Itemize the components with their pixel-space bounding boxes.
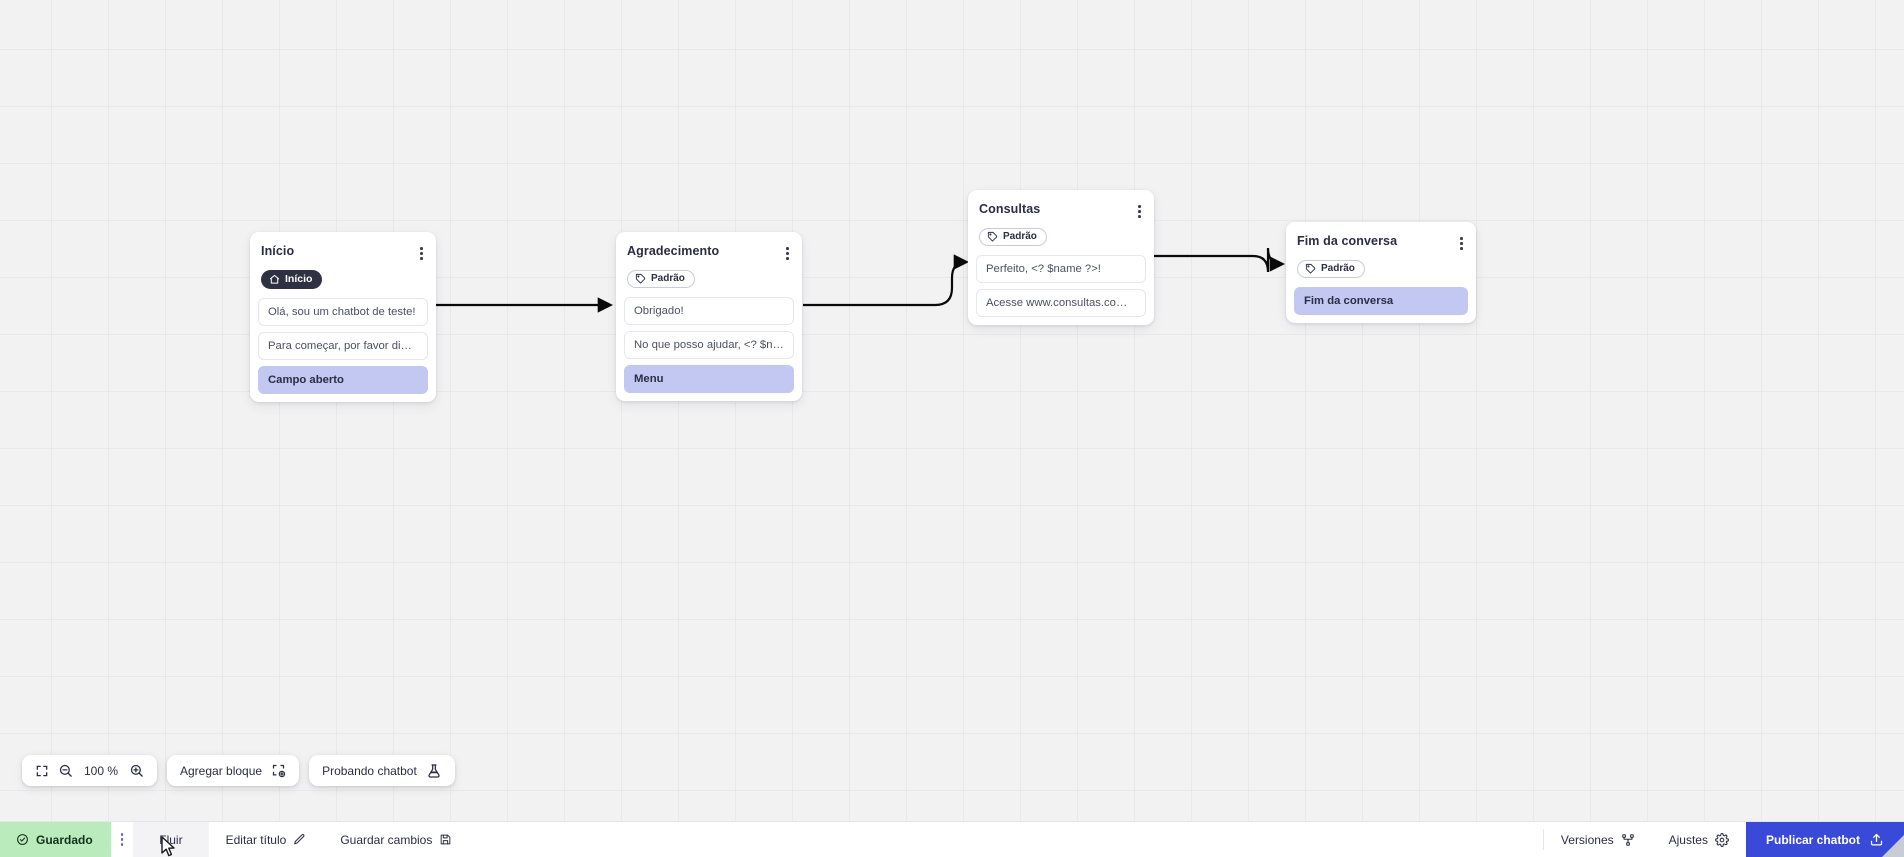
saved-label: Guardado xyxy=(36,832,93,847)
edit-title-label: Editar título xyxy=(225,832,287,847)
zoom-level: 100 % xyxy=(83,763,119,778)
badge-inicio[interactable]: Início xyxy=(261,269,323,289)
node-row-message[interactable]: Perfeito, <? $name ?>! xyxy=(976,255,1146,284)
node-menu-button[interactable] xyxy=(1452,234,1465,253)
connector-edges xyxy=(435,247,1286,313)
save-icon xyxy=(441,834,451,845)
node-badges: Padrão xyxy=(1286,253,1476,282)
flow-node-consultas[interactable]: Consultas Padrão Perfeito, <? $name ?>! … xyxy=(968,190,1154,326)
zoom-controls: 100 % xyxy=(22,755,157,786)
badge-padrao[interactable]: Padrão xyxy=(627,269,695,288)
zoom-in-icon[interactable] xyxy=(129,763,144,778)
badge-label: Início xyxy=(285,273,313,286)
upload-icon xyxy=(1870,833,1883,846)
flow-node-agradecimento[interactable]: Agradecimento Padrão Obrigado! No que po… xyxy=(616,232,802,402)
publish-label: Publicar chatbot xyxy=(1765,832,1860,847)
add-block-label: Agregar bloque xyxy=(180,763,263,778)
zoom-out-icon[interactable] xyxy=(58,763,73,778)
node-rows: Olá, sou um chatbot de teste! Para começ… xyxy=(250,292,436,394)
flow-node-fim-da-conversa[interactable]: Fim da conversa Padrão Fim da conversa xyxy=(1286,222,1476,324)
node-rows: Perfeito, <? $name ?>! Acesse www.consul… xyxy=(968,249,1154,318)
tab-fluir-label: Fluir xyxy=(159,832,183,847)
add-block-icon xyxy=(271,763,286,778)
badge-padrao[interactable]: Padrão xyxy=(1297,259,1365,278)
versions-label: Versiones xyxy=(1560,832,1614,847)
home-icon xyxy=(269,274,280,284)
flask-icon xyxy=(426,763,442,779)
test-chatbot-button[interactable]: Probando chatbot xyxy=(309,755,455,786)
publish-chatbot-button[interactable]: Publicar chatbot xyxy=(1745,822,1904,857)
node-row-message[interactable]: Para começar, por favor digite o ... xyxy=(258,331,428,360)
status-bar: Guardado Fluir Editar título Guardar cam… xyxy=(0,822,1904,857)
node-row-message[interactable]: Obrigado! xyxy=(624,297,794,326)
saved-status: Guardado xyxy=(0,822,111,857)
node-row-action[interactable]: Campo aberto xyxy=(258,365,428,394)
node-header: Agradecimento xyxy=(616,240,802,263)
tag-icon xyxy=(987,232,998,242)
gear-icon xyxy=(1715,832,1729,847)
node-title: Consultas xyxy=(979,202,1041,216)
node-header: Início xyxy=(250,240,436,263)
edit-title-button[interactable]: Editar título xyxy=(209,822,324,857)
node-badges: Padrão xyxy=(616,263,802,292)
edge-agradecimento-to-consultas xyxy=(803,254,970,307)
flow-node-inicio[interactable]: Início Início Olá, sou um chatbot de tes… xyxy=(250,232,436,402)
fit-screen-icon[interactable] xyxy=(35,764,49,778)
branch-icon xyxy=(1621,833,1634,846)
node-title: Início xyxy=(261,244,295,258)
status-divider xyxy=(1542,829,1544,850)
flow-canvas[interactable]: Início Início Olá, sou um chatbot de tes… xyxy=(0,0,1904,822)
test-chatbot-label: Probando chatbot xyxy=(322,763,417,778)
node-row-action[interactable]: Fim da conversa xyxy=(1294,287,1468,316)
node-row-message[interactable]: Olá, sou um chatbot de teste! xyxy=(258,297,428,326)
node-row-message[interactable]: Acesse www.consultas.com par... xyxy=(976,289,1146,318)
tab-fluir[interactable]: Fluir xyxy=(133,822,209,857)
node-menu-button[interactable] xyxy=(1130,202,1143,221)
node-row-message[interactable]: No que posso ajudar, <? $name ... xyxy=(624,331,794,360)
check-circle-icon xyxy=(17,834,28,845)
resize-corner xyxy=(1882,835,1904,857)
versions-button[interactable]: Versiones xyxy=(1544,822,1652,857)
tag-icon xyxy=(635,274,646,284)
node-header: Fim da conversa xyxy=(1286,230,1476,253)
save-changes-button[interactable]: Guardar cambios xyxy=(323,822,469,857)
canvas-toolbar: 100 % Agregar bloque Probando chatbot xyxy=(22,755,455,786)
node-rows: Obrigado! No que posso ajudar, <? $name … xyxy=(616,291,802,394)
node-title: Agradecimento xyxy=(627,244,720,258)
node-header: Consultas xyxy=(968,198,1154,221)
save-changes-label: Guardar cambios xyxy=(340,832,433,847)
badge-label: Padrão xyxy=(1321,263,1355,275)
node-badges: Início xyxy=(250,263,436,292)
node-menu-button[interactable] xyxy=(778,244,791,263)
node-rows: Fim da conversa xyxy=(1286,281,1476,316)
add-block-button[interactable]: Agregar bloque xyxy=(167,755,300,786)
status-bar-spacer xyxy=(469,822,1543,857)
badge-padrao[interactable]: Padrão xyxy=(979,227,1047,246)
edge-consultas-to-fim xyxy=(1153,247,1286,273)
badge-label: Padrão xyxy=(1003,231,1037,243)
tag-icon xyxy=(1305,264,1316,274)
more-vertical-icon[interactable] xyxy=(111,833,134,846)
node-row-action[interactable]: Menu xyxy=(624,365,794,394)
node-title: Fim da conversa xyxy=(1297,234,1398,248)
node-menu-button[interactable] xyxy=(412,244,425,263)
settings-label: Ajustes xyxy=(1668,832,1708,847)
settings-button[interactable]: Ajustes xyxy=(1652,822,1746,857)
pencil-icon xyxy=(294,834,305,845)
node-badges: Padrão xyxy=(968,221,1154,250)
badge-label: Padrão xyxy=(651,273,685,285)
